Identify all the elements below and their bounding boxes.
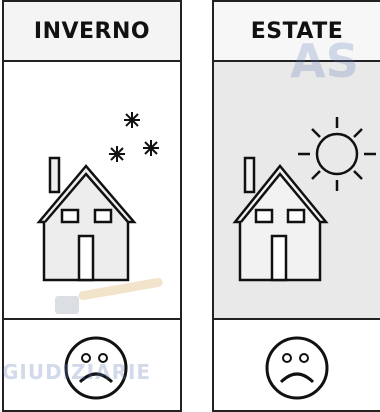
summer-illustration	[214, 62, 380, 318]
sad-face-icon	[214, 320, 380, 412]
sun-icon	[298, 117, 376, 191]
winter-card: INVERNO	[2, 0, 182, 412]
house-icon	[39, 158, 134, 280]
winter-illustration	[4, 62, 180, 318]
summer-title: ESTATE	[214, 2, 380, 62]
winter-mood-area	[4, 318, 180, 410]
summer-card: ESTATE	[212, 0, 380, 412]
summer-mood-area	[214, 318, 380, 410]
winter-scene	[4, 62, 180, 318]
summer-scene	[214, 62, 380, 318]
winter-title: INVERNO	[4, 2, 180, 62]
house-icon	[235, 158, 326, 280]
sad-face-icon	[4, 320, 180, 412]
snowflake-icon	[109, 112, 159, 162]
